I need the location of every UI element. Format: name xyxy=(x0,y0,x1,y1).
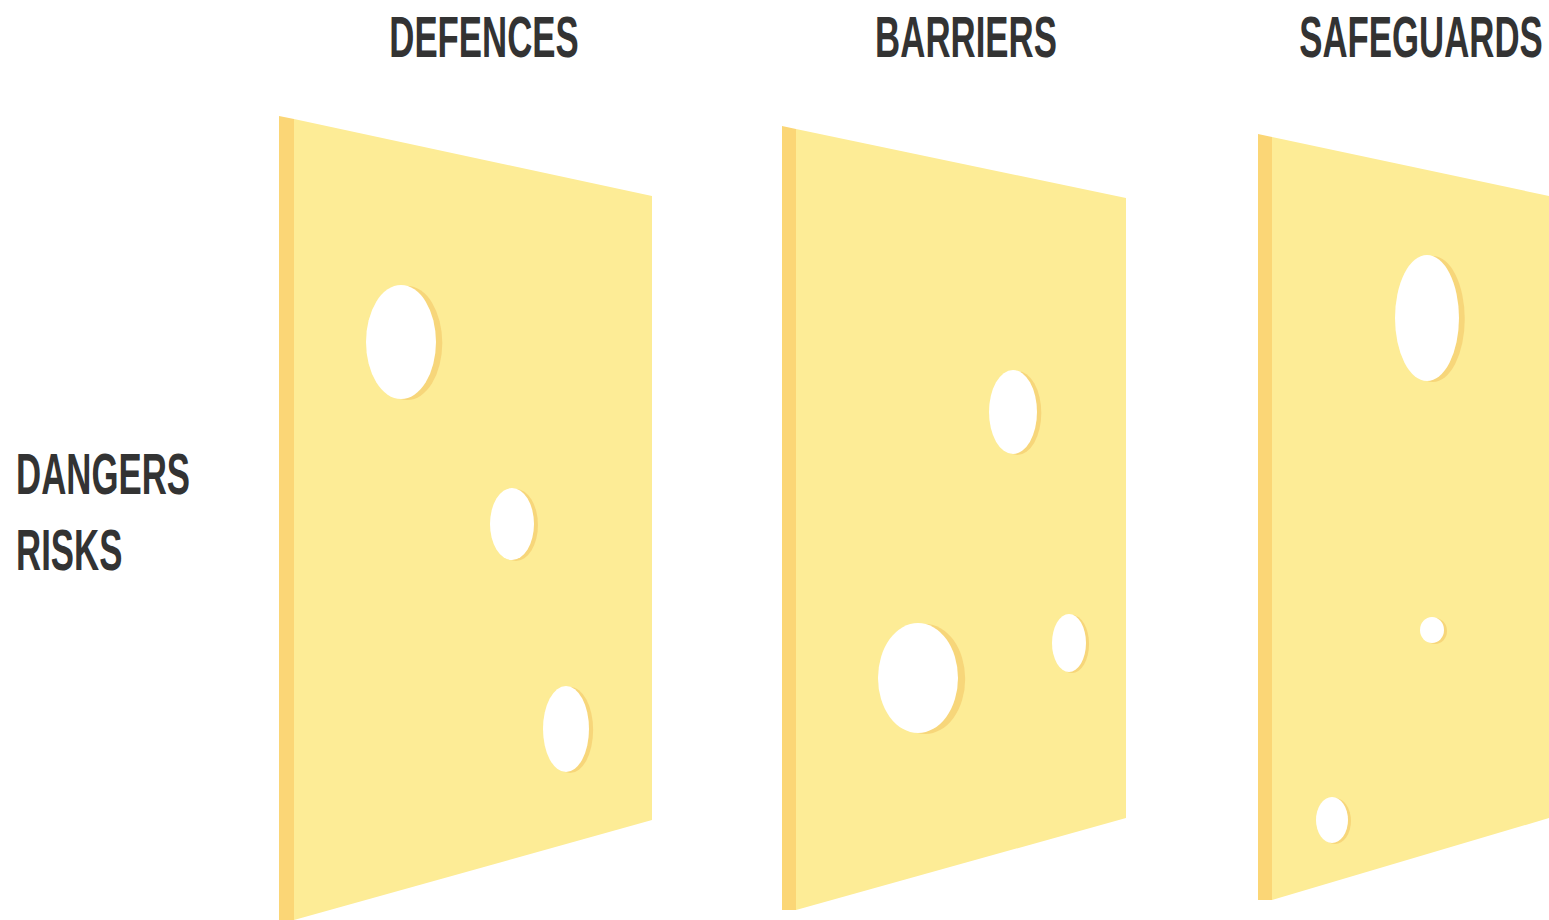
slice-edge xyxy=(279,116,294,920)
hole-opening xyxy=(1052,614,1086,672)
hole-opening xyxy=(1395,255,1459,381)
slice-heading: BARRIERS xyxy=(875,8,1057,66)
hazard-label: RISKS xyxy=(16,521,122,579)
hole-opening xyxy=(878,623,958,733)
slice-face xyxy=(796,129,1126,910)
slice-shape xyxy=(279,116,653,920)
cheese-hole xyxy=(878,623,965,734)
slice-shape xyxy=(782,126,1126,910)
cheese-hole xyxy=(1052,614,1089,673)
slice-shape xyxy=(1258,134,1549,900)
cheese-hole xyxy=(366,285,442,400)
hole-opening xyxy=(366,285,436,399)
slice-heading: SAFEGUARDS xyxy=(1299,8,1543,66)
hole-opening xyxy=(543,686,589,772)
cheese-hole xyxy=(1395,255,1465,382)
slice-face xyxy=(294,119,652,920)
slice-edge xyxy=(782,126,796,910)
hole-opening xyxy=(490,488,534,560)
cheese-hole xyxy=(1420,617,1447,644)
cheese-slice: SAFEGUARDS xyxy=(1258,134,1549,900)
cheese-hole xyxy=(1316,797,1351,844)
slice-edge xyxy=(1258,134,1272,900)
hole-opening xyxy=(1420,617,1444,643)
cheese-hole xyxy=(490,488,538,561)
cheese-slice: BARRIERS xyxy=(782,126,1126,910)
cheese-hole xyxy=(989,370,1041,455)
hazard-label: DANGERS xyxy=(16,445,190,503)
hole-opening xyxy=(989,370,1037,454)
cheese-slice: DEFENCES xyxy=(279,116,653,920)
slice-heading: DEFENCES xyxy=(389,8,578,66)
cheese-hole xyxy=(543,686,593,773)
slice-face xyxy=(1272,137,1549,900)
hole-opening xyxy=(1316,797,1348,843)
